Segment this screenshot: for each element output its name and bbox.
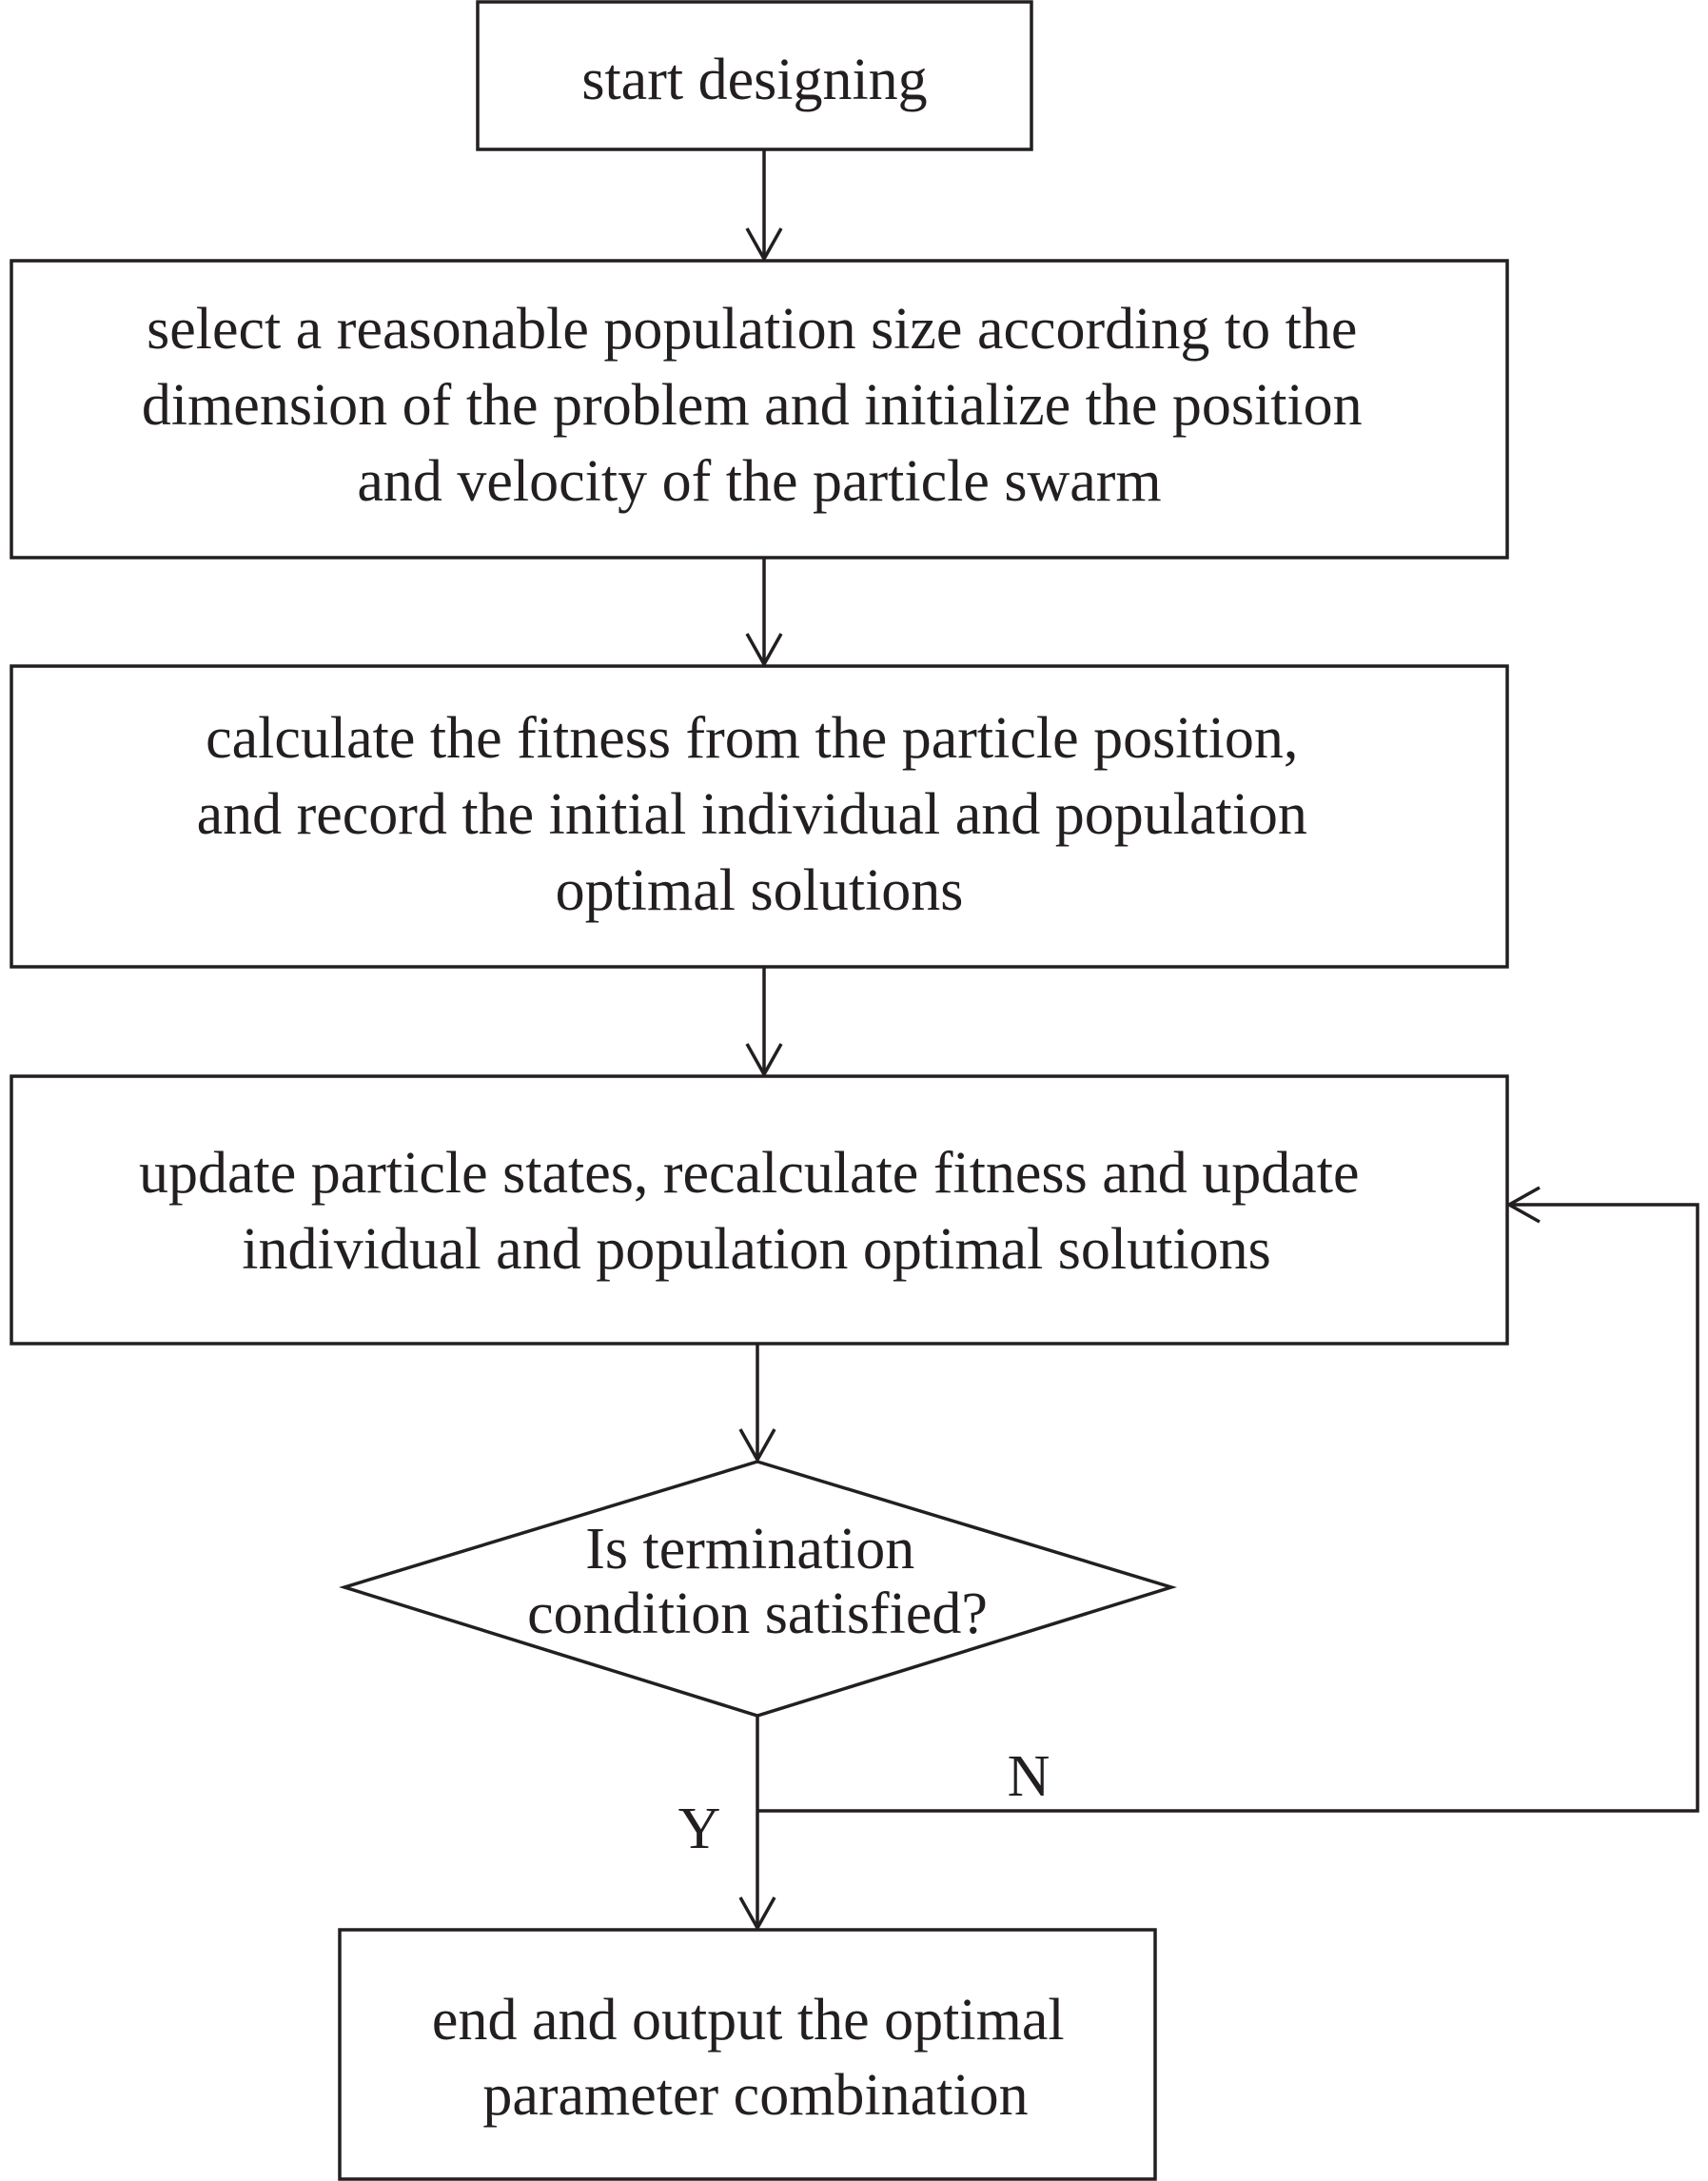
node-update-text: update particle states, recalculate fitn… bbox=[139, 1141, 1374, 1282]
node-end-line: parameter combination bbox=[482, 2063, 1028, 2128]
node-init-line: dimension of the problem and initialize … bbox=[142, 373, 1363, 438]
node-start-box bbox=[476, 0, 1033, 151]
arrowhead-start-to-init bbox=[745, 227, 783, 263]
node-init-text: select a reasonable population size acco… bbox=[142, 297, 1377, 514]
node-fitness-box bbox=[10, 664, 1509, 969]
node-init-line: and velocity of the particle swarm bbox=[357, 449, 1161, 514]
node-update-line: individual and population optimal soluti… bbox=[242, 1217, 1271, 1282]
edge-label-yes: Y bbox=[678, 1797, 721, 1861]
arrowhead-fitness-to-update bbox=[745, 1043, 783, 1078]
node-update-box bbox=[10, 1074, 1509, 1346]
node-end-box bbox=[338, 1928, 1157, 2181]
node-update-line: update particle states, recalculate fitn… bbox=[139, 1141, 1359, 1206]
edge-decision-to-update bbox=[757, 1203, 1699, 1813]
node-fitness-text: calculate the fitness from the particle … bbox=[197, 706, 1323, 923]
node-fitness-line: optimal solutions bbox=[556, 858, 964, 923]
arrowhead-init-to-fitness bbox=[745, 633, 783, 668]
arrowhead-decision-to-update bbox=[1505, 1186, 1541, 1224]
node-init-line: select a reasonable population size acco… bbox=[147, 297, 1357, 362]
node-decision-line: condition satisfied? bbox=[527, 1582, 988, 1646]
arrowhead-update-to-decision bbox=[738, 1428, 776, 1464]
edge-label-no: N bbox=[1008, 1744, 1050, 1809]
node-decision-line: Is termination bbox=[585, 1517, 914, 1582]
node-decision-text: Is termination condition satisfied? bbox=[527, 1517, 988, 1646]
node-start-line: start designing bbox=[581, 48, 927, 112]
node-fitness-line: calculate the fitness from the particle … bbox=[206, 706, 1298, 771]
node-end-text: end and output the optimal parameter com… bbox=[432, 1988, 1079, 2128]
arrowhead-decision-to-end bbox=[738, 1896, 776, 1932]
node-start-text: start designing bbox=[581, 48, 927, 112]
node-init-box bbox=[10, 259, 1509, 560]
node-end-line: end and output the optimal bbox=[432, 1988, 1065, 2053]
node-fitness-line: and record the initial individual and po… bbox=[197, 782, 1307, 847]
